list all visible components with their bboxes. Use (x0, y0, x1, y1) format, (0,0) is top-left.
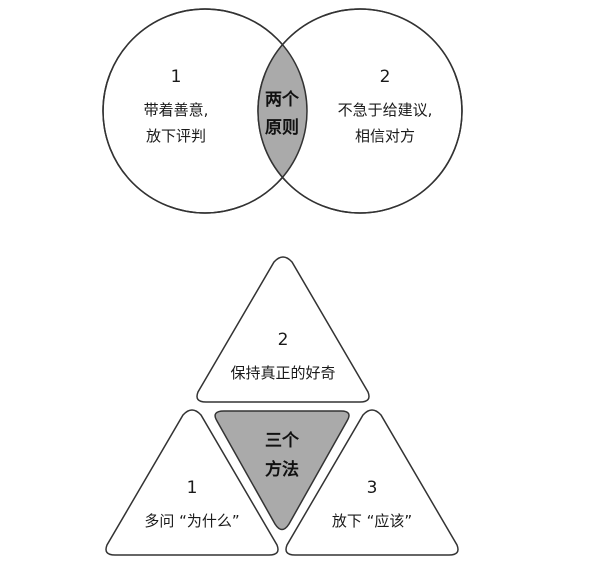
triangle-diagram: 2 保持真正的好奇 1 多问 “为什么” 3 放下 “应该” 三个 方法 (105, 256, 459, 556)
circle-principle-2-outline (257, 8, 463, 214)
triangle-methods-center (214, 410, 350, 531)
principles-center-line1: 两个 (265, 89, 300, 110)
method-2-label: 保持真正的好奇 (230, 364, 335, 382)
method-2-number: 2 (278, 330, 289, 350)
triangle-method-2 (196, 256, 370, 403)
principles-center-line2: 原则 (265, 117, 299, 138)
venn-diagram: 1 带着善意, 放下评判 2 不急于给建议, 相信对方 两个 原则 (102, 8, 463, 214)
circle-principle-1-outline (102, 8, 308, 214)
principle-1-line1: 带着善意, (144, 101, 209, 119)
principle-2-number: 2 (380, 67, 391, 87)
methods-center-line2: 方法 (265, 459, 299, 480)
principle-1-line2: 放下评判 (146, 127, 206, 145)
method-3-number: 3 (367, 478, 378, 498)
principle-2-line2: 相信对方 (355, 127, 415, 145)
triangle-method-3 (285, 409, 459, 556)
principle-2-line1: 不急于给建议, (338, 101, 433, 119)
method-1-number: 1 (187, 478, 198, 498)
principle-1-number: 1 (171, 67, 182, 87)
triangle-method-1 (105, 409, 279, 556)
method-3-label: 放下 “应该” (332, 512, 412, 530)
methods-center-line1: 三个 (265, 430, 300, 451)
method-1-label: 多问 “为什么” (144, 512, 239, 530)
